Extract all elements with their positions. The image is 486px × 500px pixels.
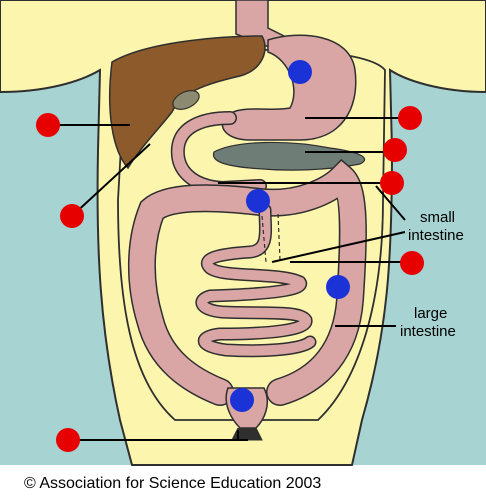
red-marker-gall-bladder[interactable] <box>60 204 84 228</box>
blue-marker-large-intestine[interactable] <box>326 275 350 299</box>
ileum-dashed-section <box>261 213 281 263</box>
blue-marker-rectum[interactable] <box>230 388 254 412</box>
blue-marker-stomach[interactable] <box>288 60 312 84</box>
red-markers <box>36 106 424 452</box>
red-marker-small-intestine[interactable] <box>400 251 424 275</box>
small-intestine-label-line1: small <box>420 209 455 226</box>
copyright-strip <box>0 465 486 500</box>
red-marker-liver[interactable] <box>36 113 60 137</box>
pancreas <box>212 141 366 171</box>
red-marker-duodenum[interactable] <box>380 171 404 195</box>
red-marker-anus[interactable] <box>56 428 80 452</box>
pointer-lines <box>48 117 410 441</box>
large-intestine-label-line1: large <box>414 305 447 322</box>
blue-marker-duodenum[interactable] <box>246 189 270 213</box>
large-intestine-label-line2: intestine <box>400 323 456 340</box>
blue-markers <box>230 60 350 412</box>
stomach <box>221 34 357 141</box>
small-intestine <box>196 205 315 356</box>
red-marker-stomach[interactable] <box>398 106 422 130</box>
liver <box>108 35 266 170</box>
copyright-text: © Association for Science Education 2003 <box>24 475 321 492</box>
gall-bladder <box>172 90 200 110</box>
red-marker-pancreas[interactable] <box>383 138 407 162</box>
small-intestine-label-line2: intestine <box>408 227 464 244</box>
